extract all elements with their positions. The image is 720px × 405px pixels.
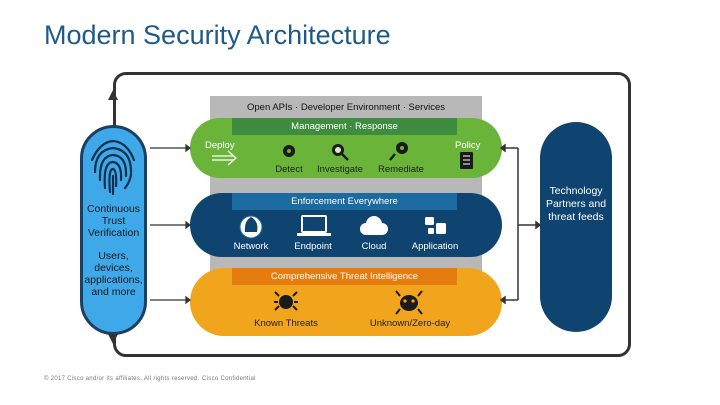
page-title: Modern Security Architecture	[44, 20, 391, 50]
loop-arrow-bottom	[108, 334, 118, 344]
deploy-label: Deploy	[205, 140, 235, 151]
known-threats-label: Known Threats	[254, 318, 318, 329]
technology-partners-panel	[540, 122, 612, 332]
policy-label: Policy	[455, 140, 481, 151]
investigate-icon	[332, 144, 349, 161]
left-connector-arrows	[150, 143, 191, 305]
unknown-threats-label: Unknown/Zero-day	[369, 318, 451, 329]
api-layer-label: Open APIs · Developer Environment · Serv…	[246, 102, 445, 113]
cloud-icon	[360, 216, 388, 235]
technology-partners-label: Technology Partners and threat feeds	[545, 185, 607, 223]
known-threat-bug-icon	[274, 291, 298, 311]
fingerprint-icon	[90, 139, 136, 196]
remediate-icon	[389, 142, 408, 161]
application-icon	[425, 217, 446, 234]
endpoint-label: Endpoint	[294, 241, 332, 252]
unknown-threat-bug-icon	[395, 290, 423, 315]
detect-icon	[283, 145, 295, 157]
deploy-arrow-icon	[212, 150, 237, 166]
network-icon	[239, 215, 263, 239]
cloud-label: Cloud	[361, 241, 387, 252]
footer-copyright: © 2017 Cisco and/or its affiliates. All …	[44, 376, 200, 382]
endpoint-laptop-icon	[297, 215, 331, 236]
trust-verification-label: Continuous Trust Verification	[86, 203, 141, 239]
remediate-label: Remediate	[378, 164, 424, 175]
network-label: Network	[233, 241, 269, 252]
detect-label: Detect	[275, 164, 303, 175]
policy-document-icon	[460, 152, 473, 169]
users-devices-label: Users, devices, applications, and more	[84, 250, 143, 298]
enforcement-label: Enforcement Everywhere	[232, 193, 457, 210]
footer-confidential: Cisco Confidential	[202, 376, 256, 382]
investigate-label: Investigate	[317, 164, 363, 175]
loop-arrow-top	[108, 90, 118, 100]
right-connector-bracket	[499, 143, 542, 305]
management-label: Management · Response	[232, 118, 457, 135]
application-label: Application	[411, 241, 459, 252]
threat-intel-label: Comprehensive Threat Intelligence	[232, 268, 457, 285]
